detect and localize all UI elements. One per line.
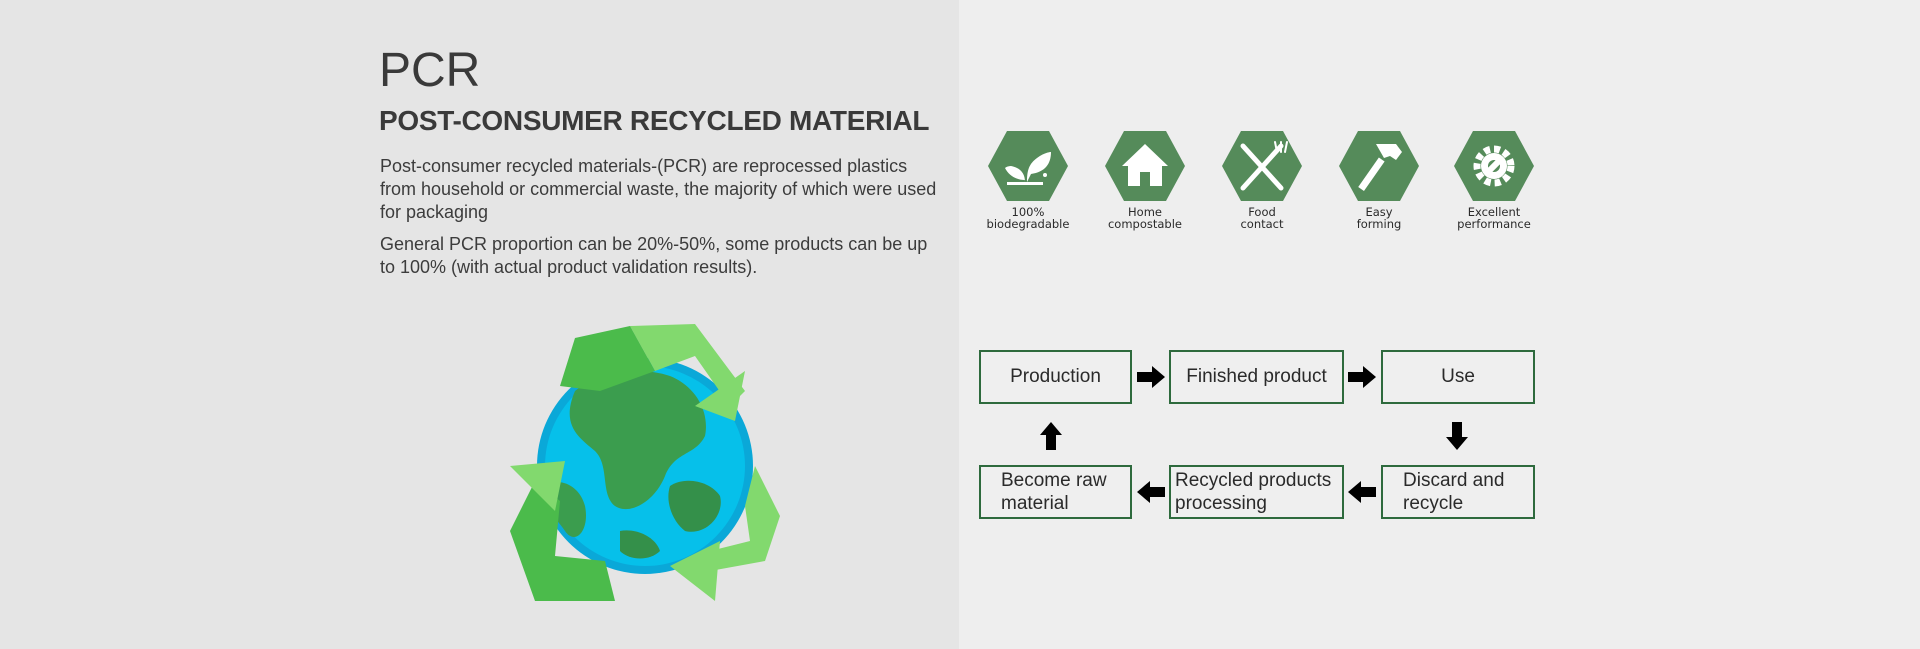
recycle-globe-illustration [480, 316, 810, 626]
feature-label-line2: forming [1356, 217, 1402, 231]
feature-home-compostable: Home compostable [1085, 130, 1205, 230]
house-icon [1122, 144, 1168, 186]
feature-label-line2: biodegradable [986, 217, 1070, 231]
feature-label-line1: Food [1248, 205, 1276, 219]
page-subtitle: POST-CONSUMER RECYCLED MATERIAL [379, 105, 930, 136]
hammer-icon [1358, 144, 1402, 192]
flow-step-recycled-processing: Recycled products processing [1169, 465, 1344, 519]
recycle-globe-icon [510, 324, 780, 601]
feature-label-line1: Easy [1365, 205, 1393, 219]
feature-label-line1: Home [1128, 205, 1162, 219]
feature-food-contact: Food contact [1202, 130, 1322, 230]
fork-knife-icon [1240, 141, 1288, 191]
left-panel [0, 0, 959, 649]
feature-label-line1: 100% [1011, 205, 1045, 219]
flow-step-label: Recycled products processing [1175, 470, 1332, 514]
flow-step-discard-recycle: Discard and recycle [1381, 465, 1535, 519]
flow-step-finished-product: Finished product [1169, 350, 1344, 404]
description-paragraph-2: General PCR proportion can be 20%-50%, s… [380, 234, 928, 277]
feature-easy-forming: Easy forming [1319, 130, 1439, 230]
arrow-left-icon [1137, 481, 1165, 503]
flow-step-production: Production [979, 350, 1132, 404]
leaf-sprout-icon [1005, 152, 1051, 185]
arrow-down-icon [1446, 422, 1468, 450]
arrow-up-icon [1040, 422, 1062, 450]
feature-label-line2: performance [1457, 217, 1531, 231]
flow-step-label: Production [1010, 366, 1101, 387]
arrow-right-icon [1137, 366, 1165, 388]
arrow-left-icon [1348, 481, 1376, 503]
right-panel [959, 0, 1920, 649]
page-title: PCR [379, 44, 481, 97]
flow-step-label: Become raw material [1001, 470, 1107, 514]
flow-step-label: Discard and recycle [1403, 470, 1505, 514]
gear-wrench-icon [1473, 145, 1515, 187]
flow-step-use: Use [1381, 350, 1535, 404]
flow-step-label: Finished product [1186, 366, 1327, 387]
feature-excellent-performance: Excellent performance [1434, 130, 1554, 230]
feature-biodegradable: 100% biodegradable [968, 130, 1088, 230]
arrow-right-icon [1348, 366, 1376, 388]
flow-step-become-raw-material: Become raw material [979, 465, 1132, 519]
flow-step-label: Use [1441, 366, 1475, 387]
feature-label-line2: compostable [1107, 217, 1182, 231]
feature-label-line1: Excellent [1467, 205, 1521, 219]
description-paragraph-1: Post-consumer recycled materials-(PCR) a… [380, 156, 937, 222]
feature-label-line2: contact [1240, 217, 1284, 231]
